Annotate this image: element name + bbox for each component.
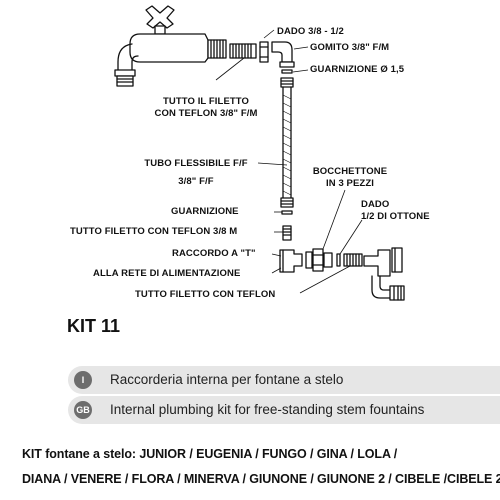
label-bocchettone: BOCCHETTONE IN 3 PEZZI — [308, 166, 392, 190]
kit-title: KIT 11 — [67, 316, 121, 336]
nipple-teflon-drawing — [343, 253, 363, 267]
description-it: Raccorderia interna per fontane a stelo — [110, 372, 344, 387]
flex-hose-drawing — [280, 77, 294, 208]
union-drawing — [305, 248, 333, 272]
label-raccordo-t: RACCORDO A "T" — [172, 248, 256, 259]
language-badge-gb: GB — [74, 401, 92, 419]
label-dado-ottone: DADO 1/2 DI OTTONE — [361, 199, 430, 223]
nut-drawing — [259, 41, 269, 63]
label-tutto-il-filetto-line1: TUTTO IL FILETTO — [162, 96, 250, 107]
label-gomito: GOMITO 3/8" F/M — [310, 42, 390, 53]
language-badge-it: I — [74, 371, 92, 389]
nipple-drawing — [229, 43, 257, 59]
language-row-gb: GB Internal plumbing kit for free-standi… — [68, 396, 500, 424]
label-dado-ottone-line1: DADO — [361, 199, 390, 210]
label-tubo-flessibile: TUBO FLESSIBILE F/F 3/8" F/F — [136, 155, 256, 191]
label-tutto-il-filetto-line2: CON TEFLON 3/8" F/M — [154, 108, 258, 119]
elbow-drawing — [271, 41, 295, 68]
language-row-it: I Raccorderia interna per fontane a stel… — [68, 366, 500, 394]
label-dado-ottone-line2: 1/2 DI OTTONE — [361, 211, 430, 222]
plumbing-diagram — [114, 5, 405, 301]
label-filetto-teflon: TUTTO FILETTO CON TEFLON — [135, 289, 276, 300]
valve-drawing — [363, 247, 405, 301]
label-guarnizione: GUARNIZIONE — [171, 206, 239, 217]
nipple-38m-drawing — [282, 225, 292, 241]
tee-drawing — [279, 249, 303, 273]
label-bocchettone-line1: BOCCHETTONE — [312, 166, 388, 177]
label-tubo-line1: TUBO FLESSIBILE F/F — [144, 158, 248, 169]
label-tutto-il-filetto: TUTTO IL FILETTO CON TEFLON 3/8" F/M — [136, 96, 276, 120]
label-dado: DADO 3/8 - 1/2 — [277, 26, 344, 37]
label-tubo-line2: 3/8" F/F — [178, 176, 214, 187]
tap-drawing — [114, 5, 227, 87]
label-bocchettone-line2: IN 3 PEZZI — [326, 178, 374, 189]
leader-filetto — [215, 57, 245, 81]
label-filetto-38m: TUTTO FILETTO CON TEFLON 3/8 M — [70, 226, 238, 237]
label-guarnizione-top: GUARNIZIONE Ø 1,5 — [310, 64, 405, 75]
description-gb: Internal plumbing kit for free-standing … — [110, 402, 425, 417]
models-line-2: DIANA / VENERE / FLORA / MINERVA / GIUNO… — [22, 472, 500, 486]
label-rete-alimentazione: ALLA RETE DI ALIMENTAZIONE — [93, 268, 241, 279]
models-line-1: KIT fontane a stelo: JUNIOR / EUGENIA / … — [22, 447, 398, 461]
